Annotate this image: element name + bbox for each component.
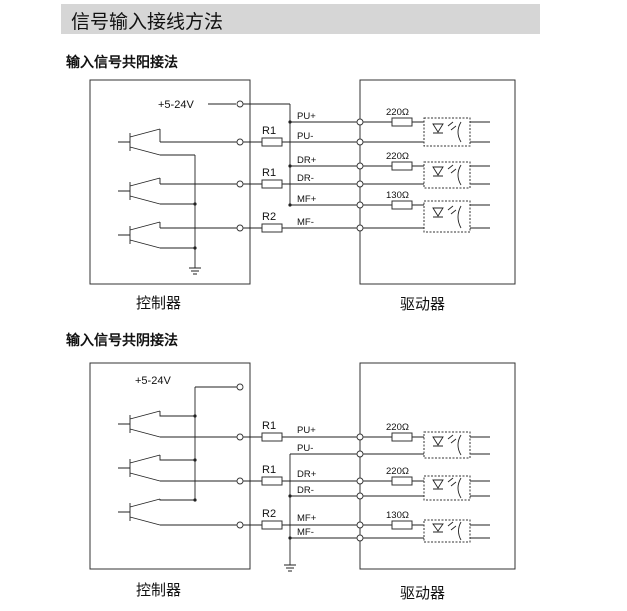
- diagram-common-anode: +5-24V R1 R1 R2 PU+ PU- DR+ DR- MF+ MF-: [89, 79, 516, 313]
- resistor-r2: [261, 223, 283, 233]
- supply-label-1: +5-24V: [158, 99, 194, 111]
- optocoupler-3: [423, 200, 471, 233]
- resistor-label: R1: [262, 167, 276, 179]
- terminal-ctrl: [236, 138, 244, 146]
- transistors-1: [118, 128, 201, 275]
- signal-label: MF-: [297, 527, 314, 538]
- section1-heading: 输入信号共阳接法: [66, 55, 178, 71]
- signal-label: MF+: [297, 513, 317, 524]
- page-title: 信号输入接线方法: [71, 11, 224, 33]
- resistor-label: R1: [262, 420, 276, 432]
- resistor-r1: [261, 179, 283, 189]
- signal-label: MF+: [297, 194, 317, 205]
- terminal-supply-1: [236, 100, 244, 108]
- driver-resistor-label: 220Ω: [386, 422, 409, 433]
- resistor-r1: [261, 137, 283, 147]
- driver-resistor-label: 220Ω: [386, 107, 409, 118]
- resistor-label: R1: [262, 125, 276, 137]
- optocoupler-4: [423, 431, 471, 459]
- driver-resistor-label: 130Ω: [386, 190, 409, 201]
- signal-label: DR+: [297, 469, 317, 480]
- resistor-label: R2: [262, 508, 276, 520]
- resistor-label: R1: [262, 464, 276, 476]
- transistors-2: [118, 410, 195, 526]
- driver-resistor-label: 220Ω: [386, 151, 409, 162]
- diagram-common-cathode: +5-24V R1 R1 R2: [89, 362, 516, 602]
- resistor-r2: [261, 520, 283, 530]
- driver-resistor-label: 220Ω: [386, 466, 409, 477]
- signal-label: PU+: [297, 425, 316, 436]
- terminal-supply-2: [236, 383, 244, 391]
- resistor-r1: [261, 432, 283, 442]
- controller-label-2: 控制器: [136, 582, 181, 599]
- driver-resistor-label: 130Ω: [386, 510, 409, 521]
- terminal-ctrl: [236, 180, 244, 188]
- optocoupler-1: [423, 117, 471, 147]
- optocoupler-5: [423, 475, 471, 501]
- signal-label: PU-: [297, 131, 313, 142]
- controller-label-1: 控制器: [136, 295, 181, 312]
- controller-box-2: [89, 362, 251, 570]
- signal-label: DR-: [297, 485, 314, 496]
- optocoupler-6: [423, 519, 471, 543]
- signal-label: DR+: [297, 155, 317, 166]
- signal-label: DR-: [297, 173, 314, 184]
- supply-label-2: +5-24V: [135, 375, 171, 387]
- resistor-label: R2: [262, 211, 276, 223]
- signal-label: PU+: [297, 111, 316, 122]
- terminal-ctrl: [236, 224, 244, 232]
- signal-label: MF-: [297, 217, 314, 228]
- signal-label: PU-: [297, 443, 313, 454]
- driver-label-1: 驱动器: [400, 296, 445, 313]
- resistor-r1: [261, 476, 283, 486]
- optocoupler-2: [423, 161, 471, 189]
- section2-heading: 输入信号共阴接法: [66, 333, 178, 349]
- section-title-bar: 信号输入接线方法: [61, 4, 540, 34]
- controller-box-1: [89, 79, 251, 285]
- driver-label-2: 驱动器: [400, 585, 445, 602]
